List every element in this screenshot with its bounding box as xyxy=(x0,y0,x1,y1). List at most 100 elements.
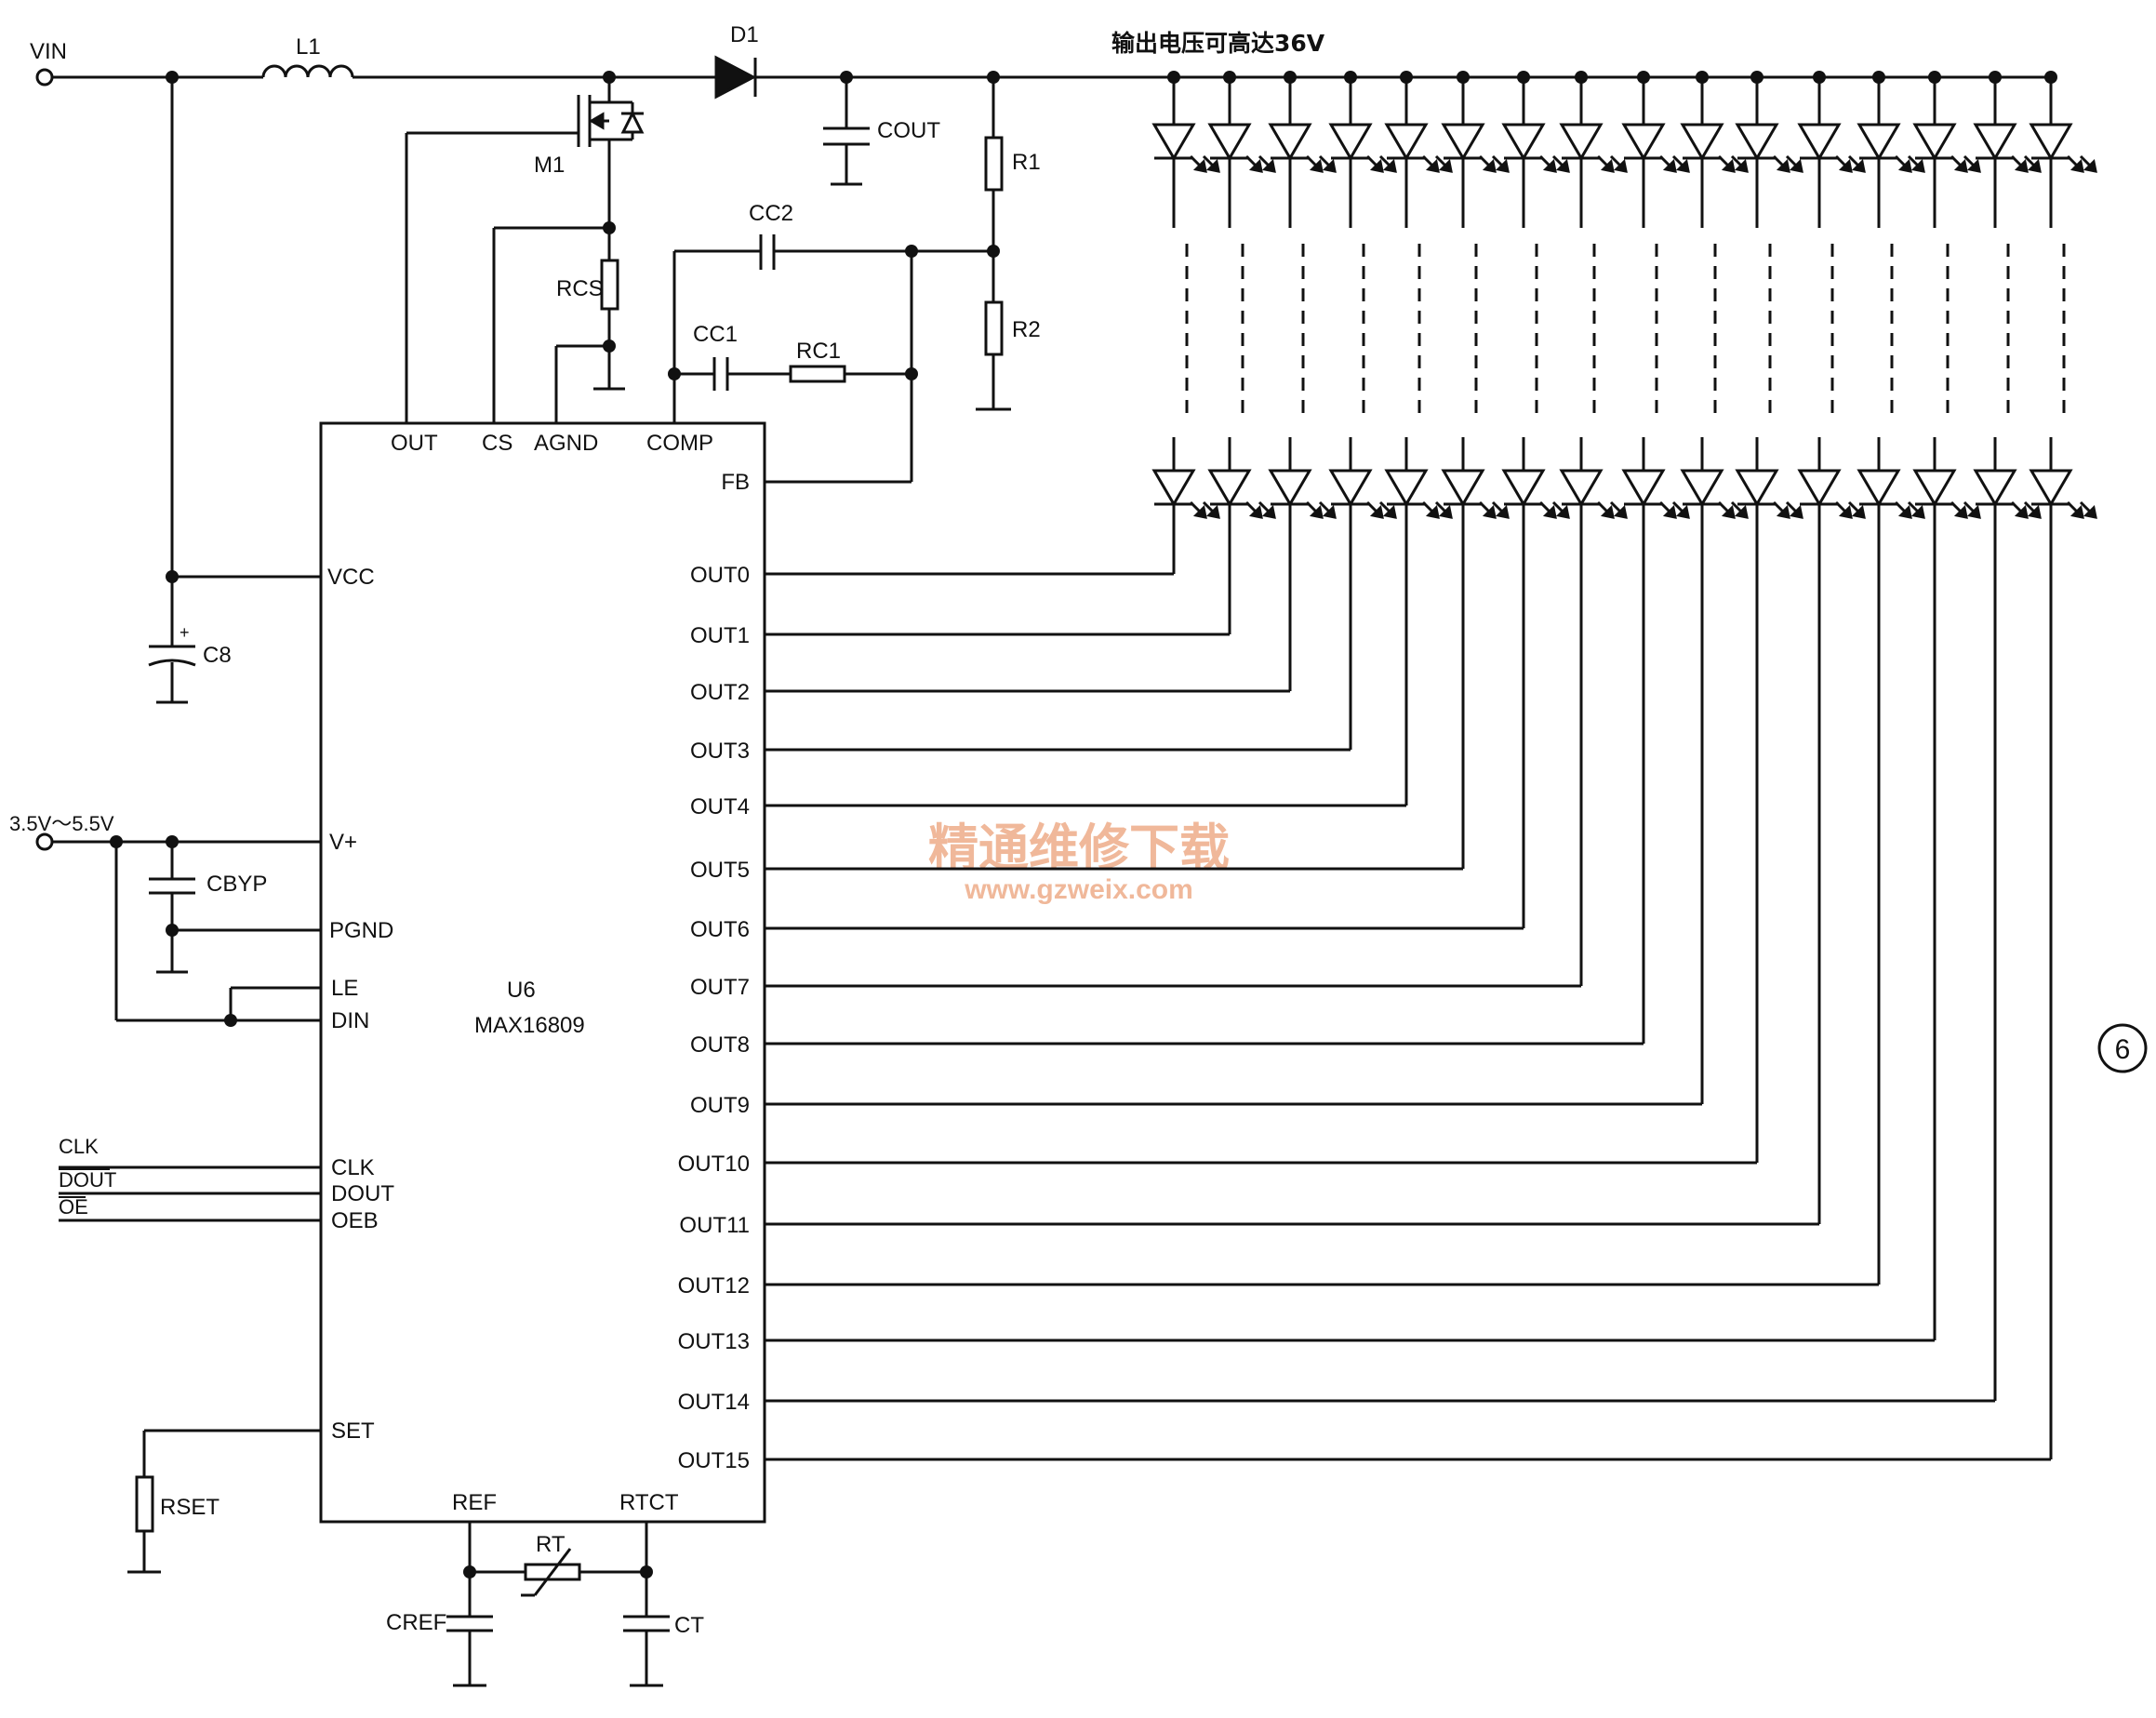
pin-out6: OUT6 xyxy=(690,917,750,942)
l1-label: L1 xyxy=(296,34,321,60)
led-bottom-12 xyxy=(1857,469,1925,519)
watermark-url: www.gzweix.com xyxy=(964,874,1193,905)
led-array xyxy=(765,71,2097,1461)
pin-vplus: V+ xyxy=(329,830,357,855)
pin-out4: OUT4 xyxy=(690,794,750,819)
led-string-15 xyxy=(765,71,2097,1461)
led-top-4 xyxy=(1384,123,1453,173)
led-top-0 xyxy=(1151,123,1220,173)
pin-out15: OUT15 xyxy=(678,1448,750,1473)
vin-terminal xyxy=(35,68,54,87)
pin-agnd: AGND xyxy=(534,431,598,456)
oe-input-label: OE xyxy=(59,1195,88,1219)
u6-ic-body xyxy=(319,421,766,1524)
rc1-label: RC1 xyxy=(796,339,841,364)
led-top-3 xyxy=(1328,123,1397,173)
led-string-6 xyxy=(765,71,1570,930)
pin-out: OUT xyxy=(391,431,438,456)
pin-out9: OUT9 xyxy=(690,1093,750,1118)
r1-resistor xyxy=(984,136,1004,192)
ic-ref: U6 xyxy=(507,978,536,1003)
led-string-4 xyxy=(765,71,1453,807)
led-top-8 xyxy=(1621,123,1690,173)
led-string-8 xyxy=(765,71,1690,1045)
led-string-0 xyxy=(765,71,1220,576)
d1-diode xyxy=(714,55,757,100)
pin-out2: OUT2 xyxy=(690,680,750,705)
led-string-9 xyxy=(765,71,1749,1106)
pin-out0: OUT0 xyxy=(690,563,750,588)
pin-clk: CLK xyxy=(331,1155,375,1180)
pin-pgnd: PGND xyxy=(329,918,393,943)
pin-oeb: OEB xyxy=(331,1208,379,1233)
led-string-10 xyxy=(765,71,1803,1165)
led-top-11 xyxy=(1797,123,1866,173)
led-string-2 xyxy=(765,71,1337,693)
rset-resistor xyxy=(135,1475,154,1533)
out-pin-labels: OUT0OUT1OUT2OUT3OUT4OUT5OUT6OUT7OUT8OUT9… xyxy=(678,563,750,1473)
pin-out10: OUT10 xyxy=(678,1152,750,1177)
pin-le: LE xyxy=(331,976,358,1001)
led-top-10 xyxy=(1735,123,1803,173)
led-bottom-6 xyxy=(1501,469,1570,519)
r2-resistor xyxy=(984,300,1004,356)
led-top-12 xyxy=(1857,123,1925,173)
led-top-1 xyxy=(1207,123,1276,173)
m1-label: M1 xyxy=(534,153,565,178)
pin-out8: OUT8 xyxy=(690,1032,750,1058)
dout-input-label: DOUT xyxy=(59,1168,116,1192)
c8-polarity: + xyxy=(180,623,190,642)
pin-set: SET xyxy=(331,1418,375,1444)
clk-input-label: CLK xyxy=(59,1135,99,1158)
pin-comp: COMP xyxy=(646,431,713,456)
led-top-6 xyxy=(1501,123,1570,173)
supply-label: 3.5V～5.5V xyxy=(9,812,114,835)
cout-label: COUT xyxy=(877,118,940,143)
l1-inductor xyxy=(261,64,354,78)
rcs-label: RCS xyxy=(556,276,604,301)
led-top-13 xyxy=(1912,123,1981,173)
rset-label: RSET xyxy=(160,1495,220,1520)
rt-label: RT xyxy=(536,1532,566,1557)
led-bottom-10 xyxy=(1735,469,1803,519)
cc2-label: CC2 xyxy=(749,201,793,226)
led-bottom-13 xyxy=(1912,469,1981,519)
m1-body-diode xyxy=(620,110,645,134)
rc1-resistor xyxy=(789,365,846,383)
led-string-14 xyxy=(765,71,2042,1403)
rcs-resistor xyxy=(600,259,619,311)
pin-out13: OUT13 xyxy=(678,1329,750,1354)
led-bottom-7 xyxy=(1559,469,1628,519)
led-bottom-8 xyxy=(1621,469,1690,519)
led-top-2 xyxy=(1268,123,1337,173)
cc1-label: CC1 xyxy=(693,322,738,347)
cbyp-label: CBYP xyxy=(206,872,267,897)
pin-out7: OUT7 xyxy=(690,975,750,1000)
led-top-7 xyxy=(1559,123,1628,173)
led-bottom-5 xyxy=(1441,469,1510,519)
led-top-5 xyxy=(1441,123,1510,173)
led-bottom-14 xyxy=(1973,469,2042,519)
supply-terminal xyxy=(35,832,54,851)
figure-number-circle xyxy=(2097,1023,2148,1073)
led-top-15 xyxy=(2029,123,2097,173)
pin-out11: OUT11 xyxy=(679,1213,750,1238)
pin-cs: CS xyxy=(482,431,512,456)
led-bottom-0 xyxy=(1151,469,1220,519)
ic-part: MAX16809 xyxy=(474,1013,585,1038)
pin-rtct: RTCT xyxy=(619,1490,679,1515)
vin-label: VIN xyxy=(30,39,67,64)
led-bottom-3 xyxy=(1328,469,1397,519)
pin-out5: OUT5 xyxy=(690,858,750,883)
led-string-1 xyxy=(765,71,1276,636)
led-string-11 xyxy=(765,71,1866,1226)
led-bottom-11 xyxy=(1797,469,1866,519)
cref-label: CREF xyxy=(386,1610,446,1635)
led-string-7 xyxy=(765,71,1628,988)
led-string-12 xyxy=(765,71,1925,1286)
pin-ref: REF xyxy=(452,1490,497,1515)
r1-label: R1 xyxy=(1012,150,1041,175)
ct-label: CT xyxy=(674,1613,704,1638)
led-bottom-9 xyxy=(1680,469,1749,519)
